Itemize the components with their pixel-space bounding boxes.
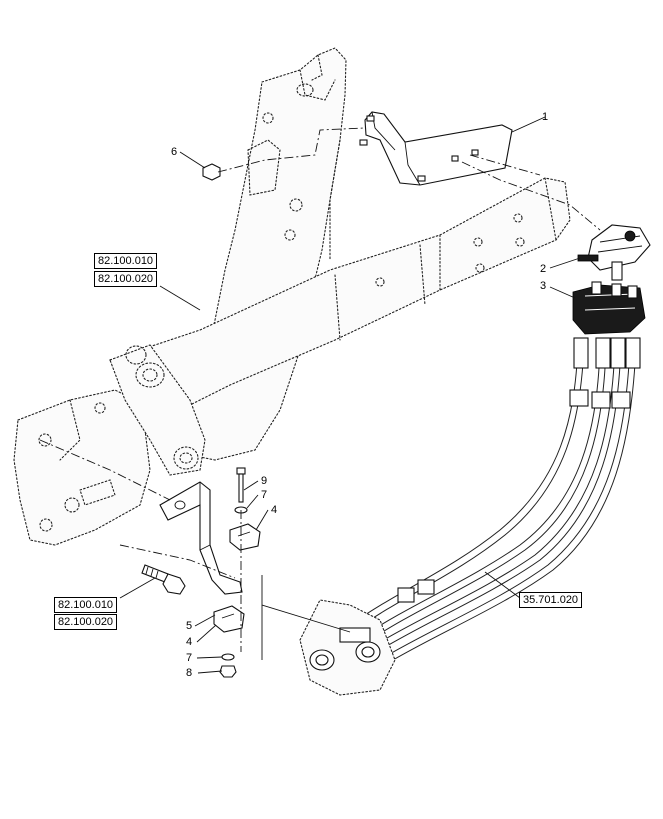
callout-1: 1: [542, 111, 549, 123]
assembly-lines: [39, 127, 601, 660]
hydraulic-hoses: [349, 337, 641, 661]
callout-6: 6: [171, 146, 178, 158]
callout-4-upper: 4: [271, 504, 278, 516]
valve-cover: [577, 224, 651, 281]
hose-bracket: [159, 481, 243, 595]
reference-link-upper-82-100-010[interactable]: 82.100.010: [94, 253, 158, 269]
reference-link-lower-82-100-020[interactable]: 82.100.020: [54, 614, 118, 630]
flange-nut: [202, 163, 221, 181]
callout-2: 2: [540, 263, 547, 275]
washer-lower: [221, 653, 235, 661]
loader-arm-frame: [13, 47, 571, 546]
callout-5: 5: [186, 620, 193, 632]
pivot-bolt: [141, 564, 186, 595]
long-bolt: [236, 467, 246, 503]
hex-nut: [219, 665, 237, 678]
callout-9: 9: [261, 475, 268, 487]
clamp-lower: [213, 605, 245, 633]
leader-lines: [119, 116, 581, 674]
mounting-plate: [359, 111, 513, 186]
clamp-upper: [229, 523, 261, 551]
callout-4-lower: 4: [186, 636, 193, 648]
callout-3: 3: [540, 280, 547, 292]
reference-link-hoses-35-701-020[interactable]: 35.701.020: [519, 592, 583, 608]
control-valve-block: [572, 281, 646, 335]
callout-7-upper: 7: [261, 489, 268, 501]
callout-8: 8: [186, 667, 193, 679]
callout-7-lower: 7: [186, 652, 193, 664]
reference-link-lower-82-100-010[interactable]: 82.100.010: [54, 597, 118, 613]
reference-link-upper-82-100-020[interactable]: 82.100.020: [94, 271, 158, 287]
hose-fitting-assembly: [299, 579, 435, 696]
